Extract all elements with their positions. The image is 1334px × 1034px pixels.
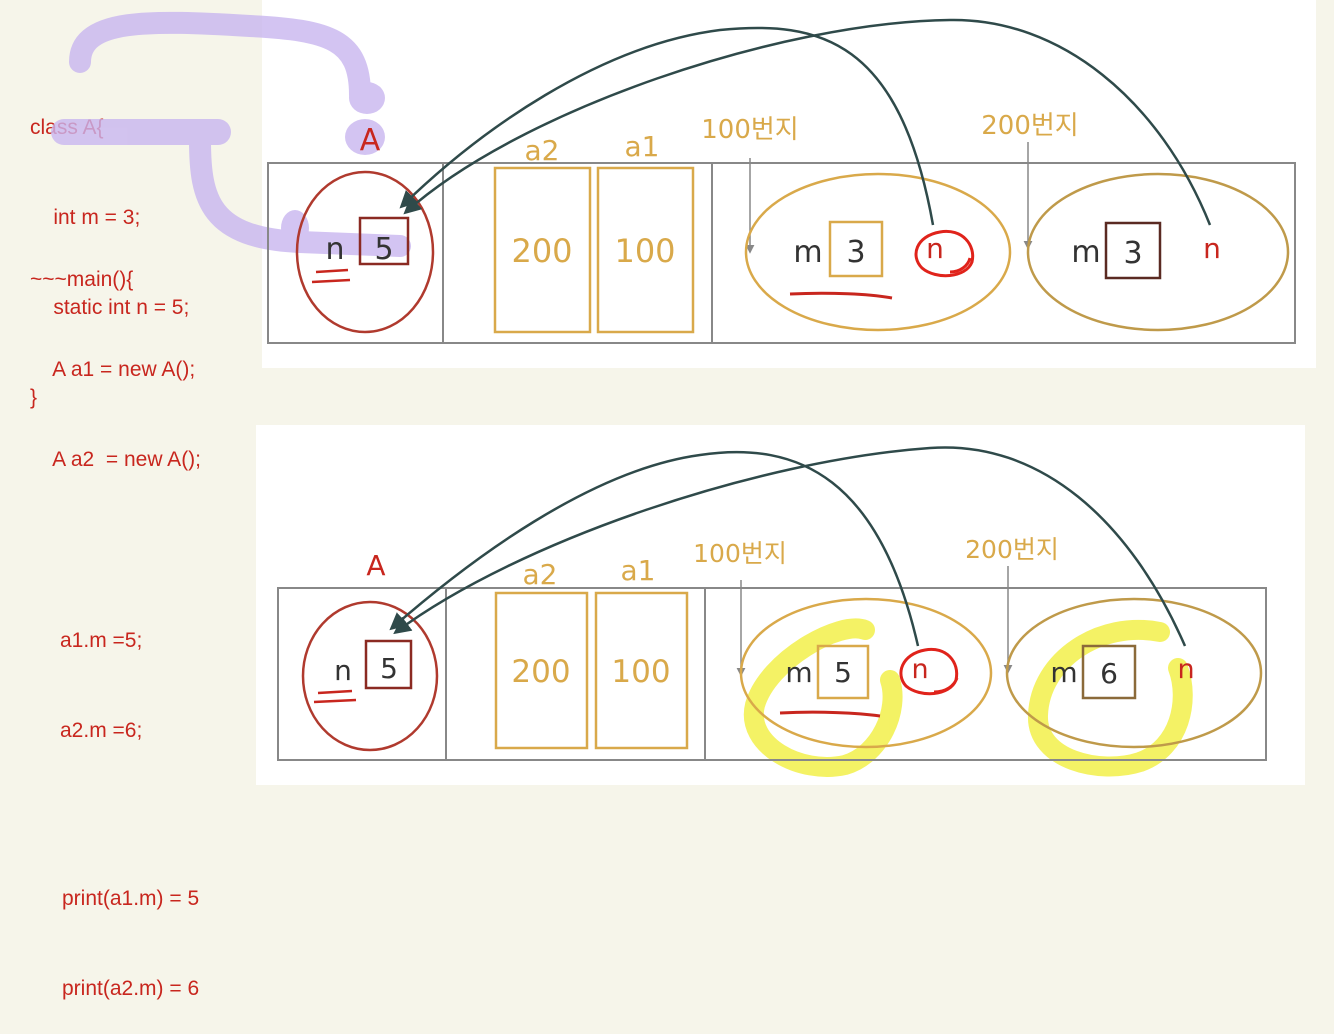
ref-a2-value: 200 <box>511 232 572 270</box>
circle-mark <box>899 647 959 696</box>
code-line: A a1 = new A(); <box>30 358 196 381</box>
static-var-label: n <box>334 654 352 687</box>
code-line: ~~~main(){ <box>30 268 134 291</box>
ref-a2-label: a2 <box>525 134 560 167</box>
object1-value: 5 <box>834 656 852 689</box>
static-ref-arrow <box>389 450 920 647</box>
object1-ref: n <box>926 232 944 265</box>
object1-value-box <box>816 644 870 700</box>
ref-a1-value: 100 <box>614 232 675 270</box>
code-line: int m = 3; <box>30 206 141 229</box>
ref-a2-box <box>494 591 589 750</box>
object1-ref: n <box>911 654 928 685</box>
static-value-box <box>364 639 413 690</box>
object1-value: 3 <box>846 235 865 270</box>
code-line: A a2 = new A(); <box>30 448 202 471</box>
address-label-200: 200번지 <box>981 111 1078 141</box>
underline-mark <box>313 689 357 704</box>
memory-outer-box <box>277 587 1267 761</box>
class-label: A <box>360 123 381 158</box>
static-value: 5 <box>380 652 398 685</box>
address-label-100: 100번지 <box>693 539 787 568</box>
static-area-circle <box>301 600 439 752</box>
code-main-block: ~~~main(){ A a1 = new A(); A a2 = new A(… <box>30 205 201 505</box>
code-assign-block: a1.m =5; a2.m =6; <box>60 566 142 776</box>
address-label-200: 200번지 <box>965 535 1059 564</box>
class-label: A <box>366 549 385 582</box>
address-label-100: 100번지 <box>701 115 798 145</box>
static-value-box <box>358 216 410 266</box>
object2-value: 3 <box>1123 236 1142 271</box>
code-line: static int n = 5; <box>30 296 190 319</box>
static-area-circle <box>295 170 435 334</box>
ref-a2-value: 200 <box>511 654 570 690</box>
code-line: print(a1.m) = 5 <box>62 887 200 910</box>
object1-field: m <box>793 235 822 270</box>
static-var-label: n <box>325 232 344 267</box>
object1-value-box <box>828 220 884 278</box>
code-line: a2.m =6; <box>60 719 143 742</box>
object1-ellipse <box>739 597 993 749</box>
static-ref-arrow <box>393 446 1187 647</box>
object2-field: m <box>1050 656 1077 689</box>
object2-ellipse <box>1005 597 1263 749</box>
static-ref-arrow <box>403 18 1212 226</box>
object2-field: m <box>1071 235 1100 270</box>
code-line: } <box>30 386 38 409</box>
object2-value-box <box>1081 644 1137 700</box>
object2-ref: n <box>1203 232 1221 265</box>
ref-a1-box <box>596 166 695 334</box>
diagram-top-panel <box>262 0 1316 368</box>
ref-a1-label: a1 <box>621 554 656 587</box>
object1-ellipse <box>744 172 1012 332</box>
circle-mark <box>914 229 975 278</box>
memory-outer-box <box>267 162 1296 344</box>
object2-value-box <box>1104 221 1162 280</box>
diagram-bottom-panel <box>256 425 1305 785</box>
ref-a2-box <box>493 166 592 334</box>
code-line: a1.m =5; <box>60 629 143 652</box>
object1-field: m <box>785 656 812 689</box>
bottom-diagram: A n 5 a2 a1 200 100 100번지 200번지 m 5 n m … <box>277 446 1267 777</box>
top-diagram: A n 5 a2 a1 200 100 100번지 200번지 m 3 n m … <box>267 18 1296 344</box>
underline-mark <box>311 268 351 284</box>
code-class-block: class A{ int m = 3; static int n = 5; } <box>30 53 189 443</box>
ref-a1-label: a1 <box>625 130 660 163</box>
object2-ellipse <box>1026 172 1290 332</box>
ref-a1-box <box>594 591 689 750</box>
ref-a2-label: a2 <box>523 558 558 591</box>
static-value: 5 <box>374 232 393 267</box>
underline-mark <box>779 710 881 718</box>
static-ref-arrow <box>399 26 935 226</box>
underline-mark <box>789 291 893 300</box>
ref-a1-value: 100 <box>611 654 670 690</box>
purple-highlight <box>51 11 411 257</box>
memory-diagram-drawing: A n 5 a2 a1 200 100 100번지 200번지 m 3 n m … <box>51 11 1296 777</box>
object2-ref: n <box>1177 654 1194 685</box>
object2-value: 6 <box>1100 657 1118 690</box>
